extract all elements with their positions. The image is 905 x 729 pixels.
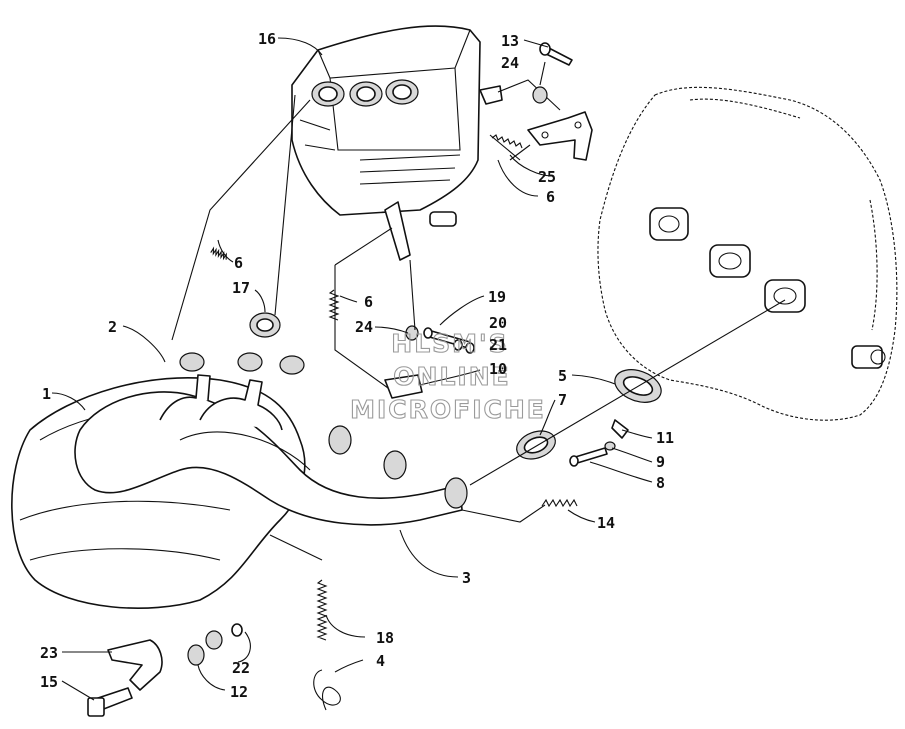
silencer-box [291, 25, 481, 261]
pipe-outlet-1 [328, 425, 352, 455]
exhaust-port-1 [649, 207, 689, 241]
callout-25: 25 [538, 168, 556, 186]
spring-18 [316, 579, 328, 641]
head-pipe [74, 352, 468, 526]
callout-18: 18 [376, 629, 394, 647]
leader-lines [51, 37, 786, 701]
callout-6-mid: 6 [364, 293, 373, 311]
callout-8: 8 [656, 474, 665, 492]
callout-16: 16 [258, 30, 276, 48]
grommet-17 [249, 312, 281, 338]
watermark-line-1: HLSM'S [391, 329, 508, 358]
hook-4 [313, 669, 341, 711]
watermark-line-2: ONLINE [393, 362, 510, 391]
silencer-inlet-2 [349, 81, 383, 107]
hardware-8-9-11 [569, 419, 629, 467]
exhaust-port-3 [764, 279, 806, 313]
callout-17: 17 [232, 279, 250, 297]
callout-6-left: 6 [234, 254, 243, 272]
callout-23: 23 [40, 644, 58, 662]
callout-19: 19 [488, 288, 506, 306]
callout-2: 2 [108, 318, 117, 336]
bolt-13 [539, 42, 573, 66]
callout-20: 20 [489, 314, 507, 332]
watermark-line-3: MICROFICHE [350, 395, 546, 424]
spring-6-left [210, 246, 227, 261]
silencer-outlet [429, 211, 457, 227]
callout-9: 9 [656, 453, 665, 471]
pipe-inlet-1 [179, 352, 205, 372]
pipe-outlet-2 [383, 450, 407, 480]
callout-3: 3 [462, 569, 471, 587]
callout-13: 13 [501, 32, 519, 50]
callout-14: 14 [597, 514, 615, 532]
callout-22: 22 [232, 659, 250, 677]
callout-1: 1 [42, 385, 51, 403]
silencer-inlet-1 [311, 81, 345, 107]
callout-labels: 16 13 24 25 6 6 17 6 19 20 24 21 10 2 1 … [40, 30, 674, 701]
watermark: HLSM'S ONLINE MICROFICHE [350, 328, 546, 424]
exhaust-port-2 [709, 244, 751, 278]
grommet-24-upper [532, 86, 548, 104]
mounting-bracket [479, 79, 593, 161]
spring-6-mid [328, 289, 340, 321]
engine-boss [851, 345, 886, 369]
callout-24-upper: 24 [501, 54, 519, 72]
callout-12: 12 [230, 683, 248, 701]
callout-4: 4 [376, 652, 385, 670]
bracket-10 [384, 374, 423, 399]
engine-outline [597, 86, 898, 421]
pipe-outlet-3 [444, 477, 468, 509]
pipe-inlet-3 [279, 355, 305, 375]
callout-11: 11 [656, 429, 674, 447]
callout-5: 5 [558, 367, 567, 385]
hardware-lower [87, 623, 243, 717]
pipe-inlet-2 [237, 352, 263, 372]
spring-14 [541, 498, 578, 508]
silencer-bracket [384, 201, 411, 261]
callout-15: 15 [40, 673, 58, 691]
spring-6-upper [489, 134, 523, 161]
callout-7: 7 [558, 391, 567, 409]
gasket-7 [516, 430, 556, 460]
callout-6-upper: 6 [546, 188, 555, 206]
silencer-inlet-3 [385, 79, 419, 105]
hardware-19-21 [423, 327, 475, 354]
callout-24-lower: 24 [355, 318, 373, 336]
callout-10: 10 [489, 360, 507, 378]
callout-21: 21 [489, 336, 507, 354]
